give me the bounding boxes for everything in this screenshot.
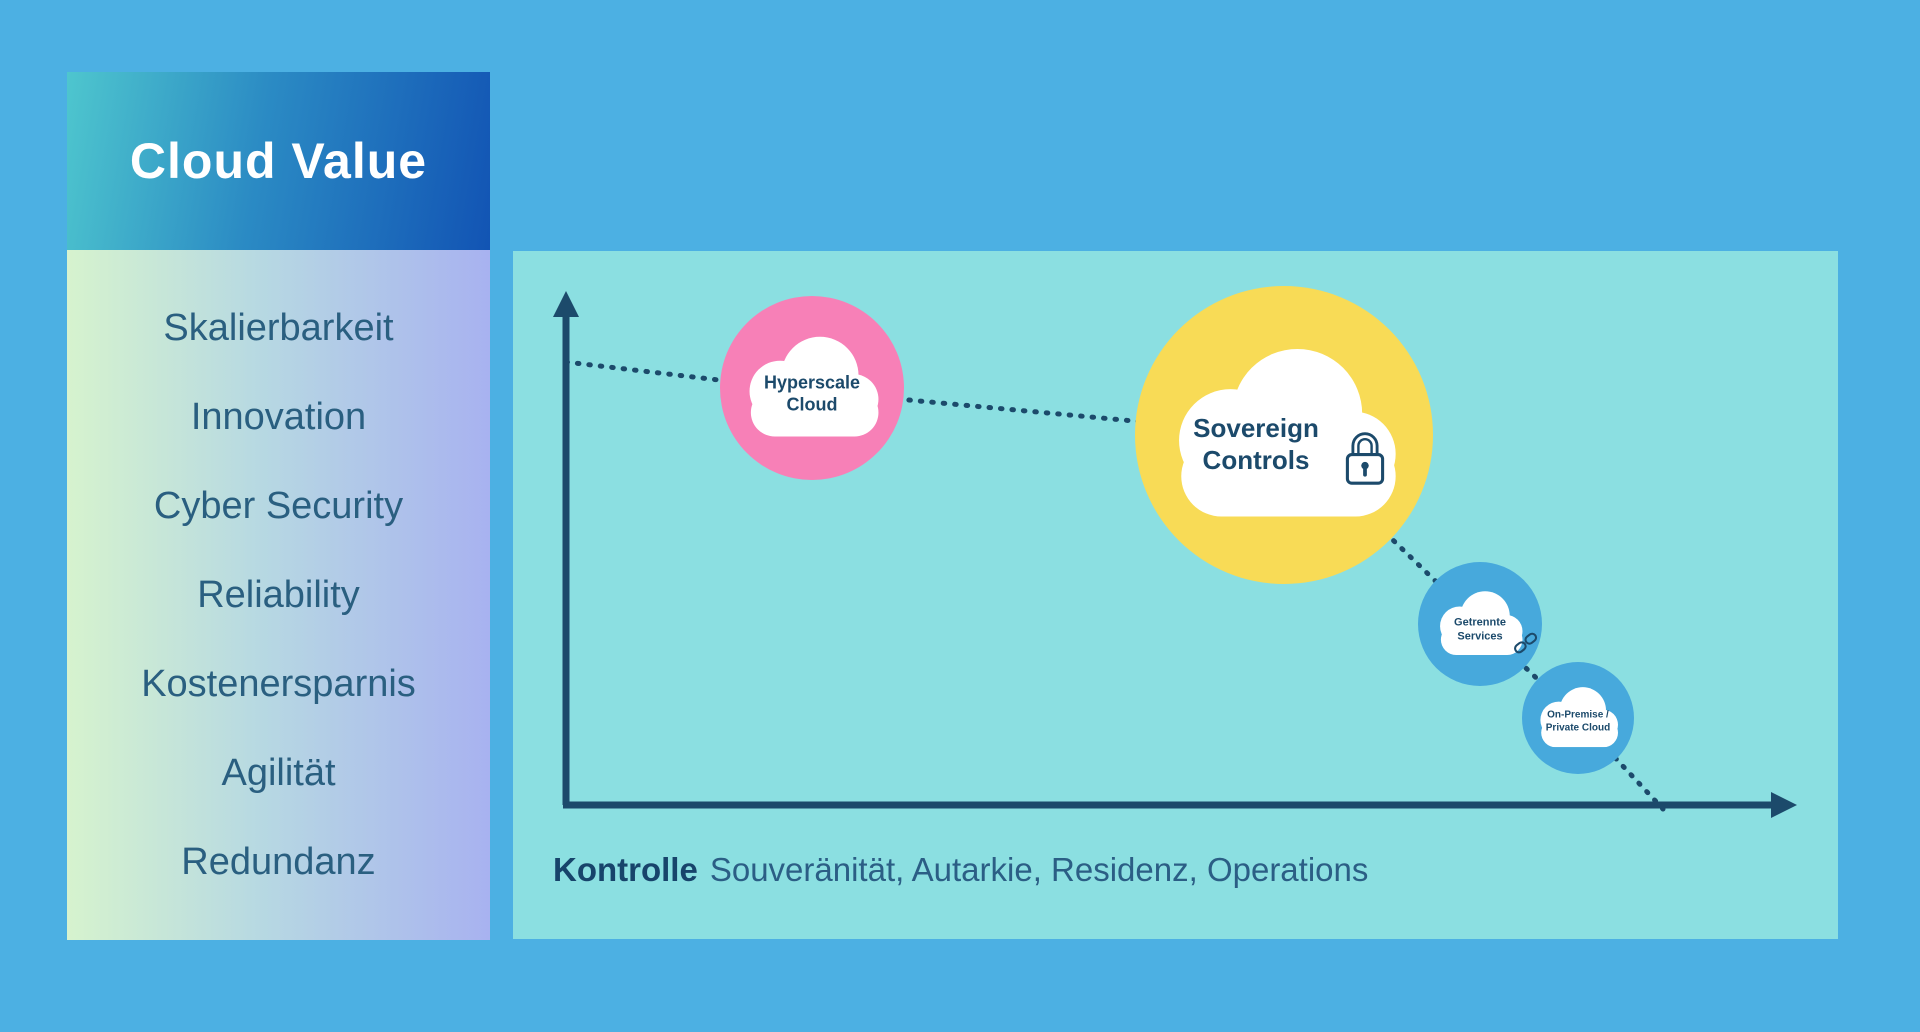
x-axis-label: Kontrolle Souveränität, Autarkie, Residen… [553, 851, 1368, 889]
kontrolle-chart-panel: Hyperscale Cloud Sovereign Controls [513, 251, 1838, 939]
x-axis-arrowhead [1771, 792, 1797, 818]
sidebar-header: Cloud Value [67, 72, 490, 250]
bubble-getrennte-services: Getrennte Services [1418, 562, 1542, 686]
bubble-label-getrennte: Getrennte Services [1441, 616, 1538, 654]
list-item-cyber-security: Cyber Security [153, 485, 404, 527]
list-item-agilitaet: Agilität [221, 752, 336, 794]
cloud-icon [749, 336, 879, 437]
cloud-icon [1440, 591, 1523, 655]
bubble-sovereign-controls: Sovereign Controls [1135, 286, 1433, 584]
list-item-kostenersparnis: Kostenersparnis [141, 663, 416, 705]
cloud-icon [1540, 687, 1618, 748]
cloud-value-sidebar: Cloud Value Skalierbarkeit Innovation Cy… [67, 72, 490, 940]
cloud-value-list: Skalierbarkeit Innovation Cyber Security… [67, 250, 490, 940]
bubble-label-text: Sovereign Controls [1193, 412, 1319, 475]
chain-icon [1514, 632, 1538, 654]
x-axis-label-bold: Kontrolle [553, 851, 698, 888]
sidebar-title: Cloud Value [129, 133, 428, 189]
list-item-redundanz: Redundanz [181, 841, 376, 883]
list-item-skalierbarkeit: Skalierbarkeit [163, 307, 394, 349]
bubble-label-hyperscale: Hyperscale Cloud [763, 372, 861, 415]
bubble-hyperscale-cloud: Hyperscale Cloud [720, 296, 904, 480]
bubble-label-onpremise: On-Premise / Private Cloud [1545, 709, 1611, 734]
list-item-reliability: Reliability [197, 574, 360, 616]
bubble-on-premise-private-cloud: On-Premise / Private Cloud [1522, 662, 1634, 774]
x-axis-label-rest: Souveränität, Autarkie, Residenz, Operat… [709, 851, 1369, 888]
y-axis-arrowhead [553, 291, 579, 317]
bubble-label-text: Getrennte Services [1454, 616, 1506, 643]
lock-icon [1345, 432, 1385, 485]
bubble-label-sovereign: Sovereign Controls [1169, 400, 1399, 488]
list-item-innovation: Innovation [190, 396, 367, 438]
